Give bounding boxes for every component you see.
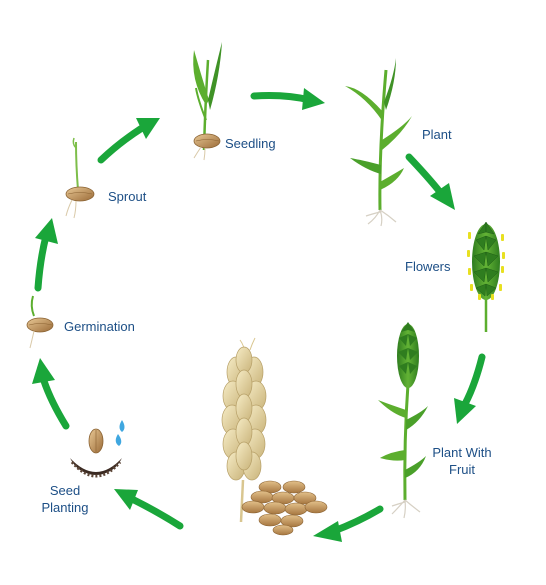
arrow-ripe-to-planting — [114, 489, 184, 530]
arrow-seedling-to-plant — [250, 88, 325, 110]
arrow-fruit-to-ripe — [313, 505, 384, 542]
fruiting-plant-icon — [378, 322, 428, 519]
label-seed-planting: Seed Planting — [30, 482, 100, 516]
water-drops-icon — [115, 420, 125, 446]
label-flowers: Flowers — [405, 259, 451, 274]
arrow-germination-to-sprout — [34, 218, 58, 292]
label-seedling: Seedling — [225, 136, 276, 151]
label-plant-with-fruit-line1: Plant With — [432, 445, 492, 460]
seedling-icon — [193, 42, 222, 161]
label-plant-with-fruit-line2: Fruit — [449, 462, 475, 477]
label-sprout: Sprout — [108, 189, 147, 204]
label-seed-planting-line1: Seed — [49, 483, 81, 498]
label-germination: Germination — [64, 319, 135, 334]
seed-in-soil-icon — [70, 420, 125, 478]
arrow-flowers-to-fruit — [454, 353, 486, 424]
cycle-arrows — [32, 88, 486, 542]
sprout-icon — [65, 137, 95, 219]
flowering-spike-icon — [467, 221, 505, 332]
germinating-seed-icon — [26, 295, 54, 349]
ripe-wheat-and-grains-icon — [221, 337, 328, 536]
grain-pile-icon — [241, 480, 328, 536]
arrow-plant-to-flowers — [405, 153, 455, 210]
label-plant-with-fruit: Plant With Fruit — [425, 444, 499, 478]
wheat-plant-icon — [345, 58, 412, 227]
arrow-sprout-to-seedling — [97, 118, 160, 164]
label-seed-planting-line2: Planting — [41, 500, 89, 515]
label-plant: Plant — [422, 127, 452, 142]
arrow-planting-to-germination — [32, 358, 70, 430]
